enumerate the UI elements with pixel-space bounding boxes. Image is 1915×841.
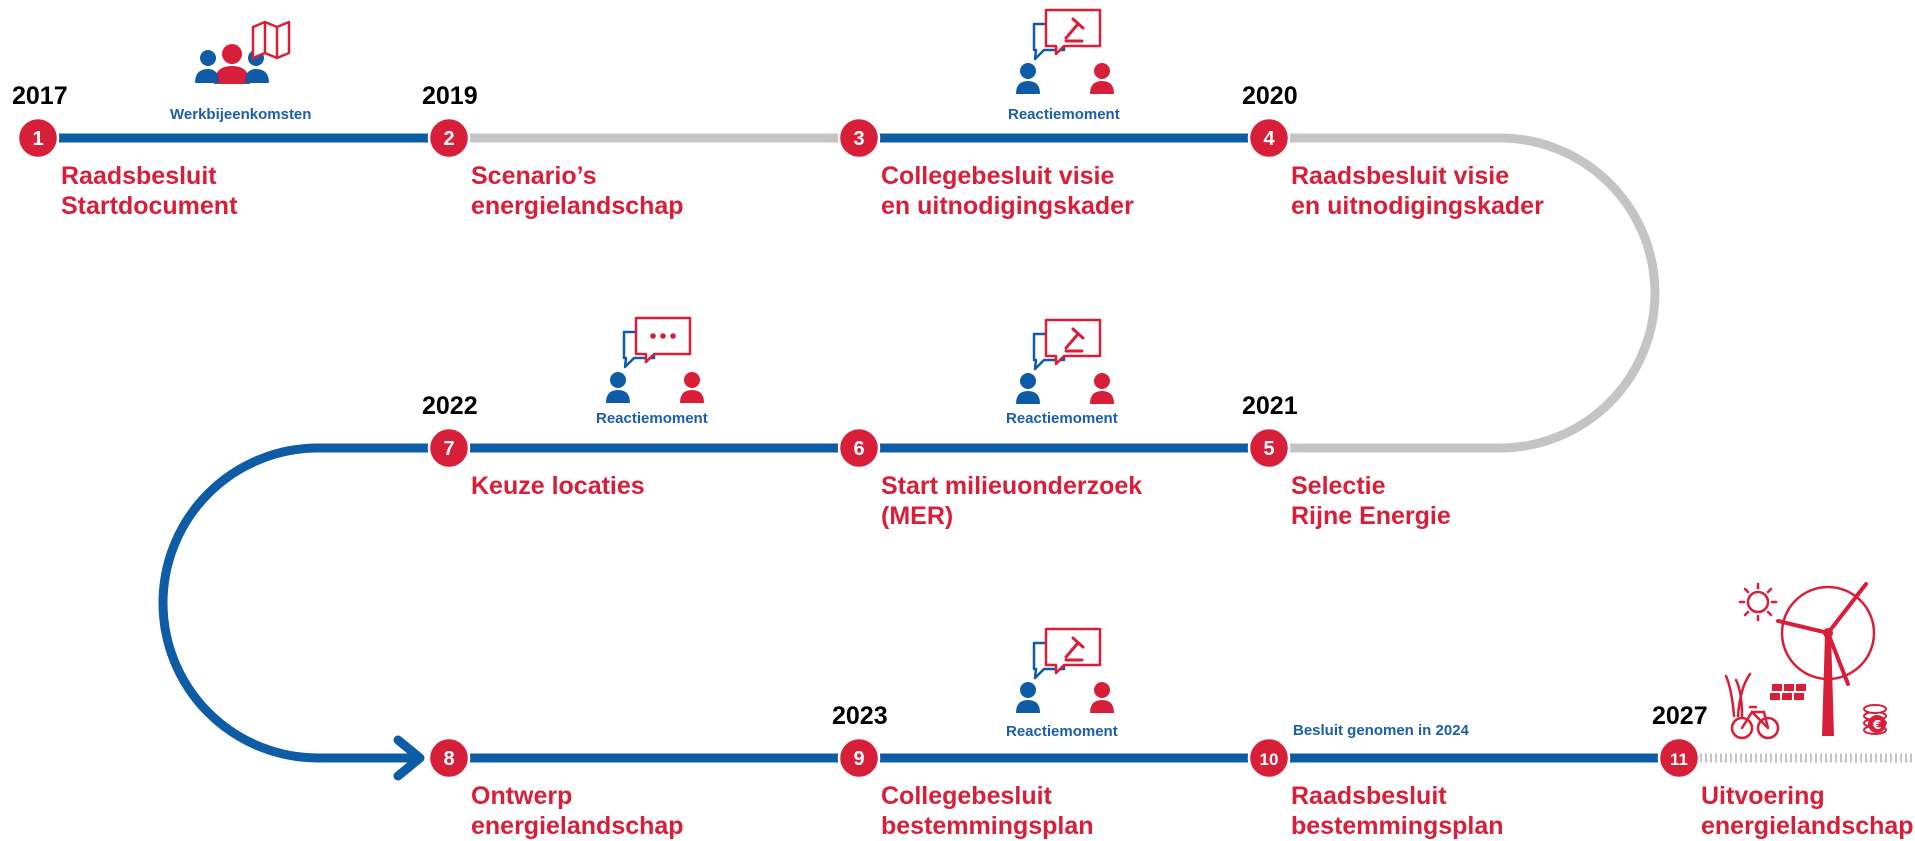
energy-landscape-icon: €	[1724, 582, 1887, 740]
milestone-number: 5	[1263, 438, 1274, 460]
timeline-connectors	[38, 133, 1912, 781]
milestone-number: 9	[853, 748, 864, 770]
milestone-circle	[1247, 426, 1291, 470]
milestone-number: 8	[443, 748, 454, 770]
people-with-map-icon	[195, 20, 291, 84]
year-2023: 2023	[832, 702, 888, 730]
milestone-markers: 1 2 3 4 5 6 7 8 9 10 11	[16, 116, 1701, 780]
people-speech-gavel-icon	[1016, 318, 1114, 404]
people-speech-gavel-icon	[1016, 8, 1114, 94]
year-2027: 2027	[1652, 702, 1708, 730]
year-2019: 2019	[422, 82, 478, 110]
milestone-title-7: Keuze locaties	[471, 472, 645, 500]
milestone-number: 11	[1670, 750, 1688, 769]
label-reactiemoment: Reactiemoment	[1006, 410, 1118, 427]
year-2022: 2022	[422, 392, 478, 420]
milestone-number: 10	[1260, 750, 1279, 769]
milestone-circle	[1657, 736, 1701, 780]
label-reactiemoment: Reactiemoment	[1008, 106, 1120, 123]
milestone-marker-2: 2	[427, 116, 471, 160]
milestone-marker-7: 7	[427, 426, 471, 470]
milestone-number: 7	[443, 438, 454, 460]
connector-4-5	[1269, 133, 1660, 453]
milestone-marker-3: 3	[837, 116, 881, 160]
year-2021: 2021	[1242, 392, 1298, 420]
label-reactiemoment: Reactiemoment	[1006, 723, 1118, 740]
milestone-circle	[427, 736, 471, 780]
milestone-circle	[837, 736, 881, 780]
milestone-circle	[837, 116, 881, 160]
milestone-circle	[16, 116, 60, 160]
milestone-number: 3	[853, 128, 864, 150]
year-2020: 2020	[1242, 82, 1298, 110]
milestone-circle	[427, 426, 471, 470]
milestone-marker-1: 1	[16, 116, 60, 160]
milestone-circle	[837, 426, 881, 470]
label-reactiemoment: Reactiemoment	[596, 410, 708, 427]
milestone-number: 4	[1263, 128, 1275, 150]
milestone-number: 2	[443, 128, 454, 150]
label-werkbijeenkomsten: Werkbijeenkomsten	[170, 106, 312, 123]
milestone-marker-8: 8	[427, 736, 471, 780]
connector-7-8	[158, 443, 449, 763]
label-besluit-genomen: Besluit genomen in 2024	[1293, 722, 1469, 739]
milestone-marker-11: 11	[1657, 736, 1701, 780]
milestone-marker-5: 5	[1247, 426, 1291, 470]
milestone-marker-9: 9	[837, 736, 881, 780]
milestone-number: 1	[32, 128, 43, 150]
year-2017: 2017	[12, 82, 68, 110]
people-speech-gavel-icon	[1016, 627, 1114, 713]
milestone-marker-10: 10	[1247, 736, 1291, 780]
milestone-circle	[427, 116, 471, 160]
milestone-circle	[1247, 116, 1291, 160]
svg-text:€: €	[1872, 718, 1881, 732]
milestone-number: 6	[853, 438, 864, 460]
milestone-marker-6: 6	[837, 426, 881, 470]
arrow-head	[393, 735, 425, 781]
milestone-marker-4: 4	[1247, 116, 1291, 160]
milestone-title-6: Start milieuonderzoek(MER)	[881, 472, 1143, 530]
milestone-circle	[1247, 736, 1291, 780]
people-speech-dots-icon	[606, 316, 704, 403]
